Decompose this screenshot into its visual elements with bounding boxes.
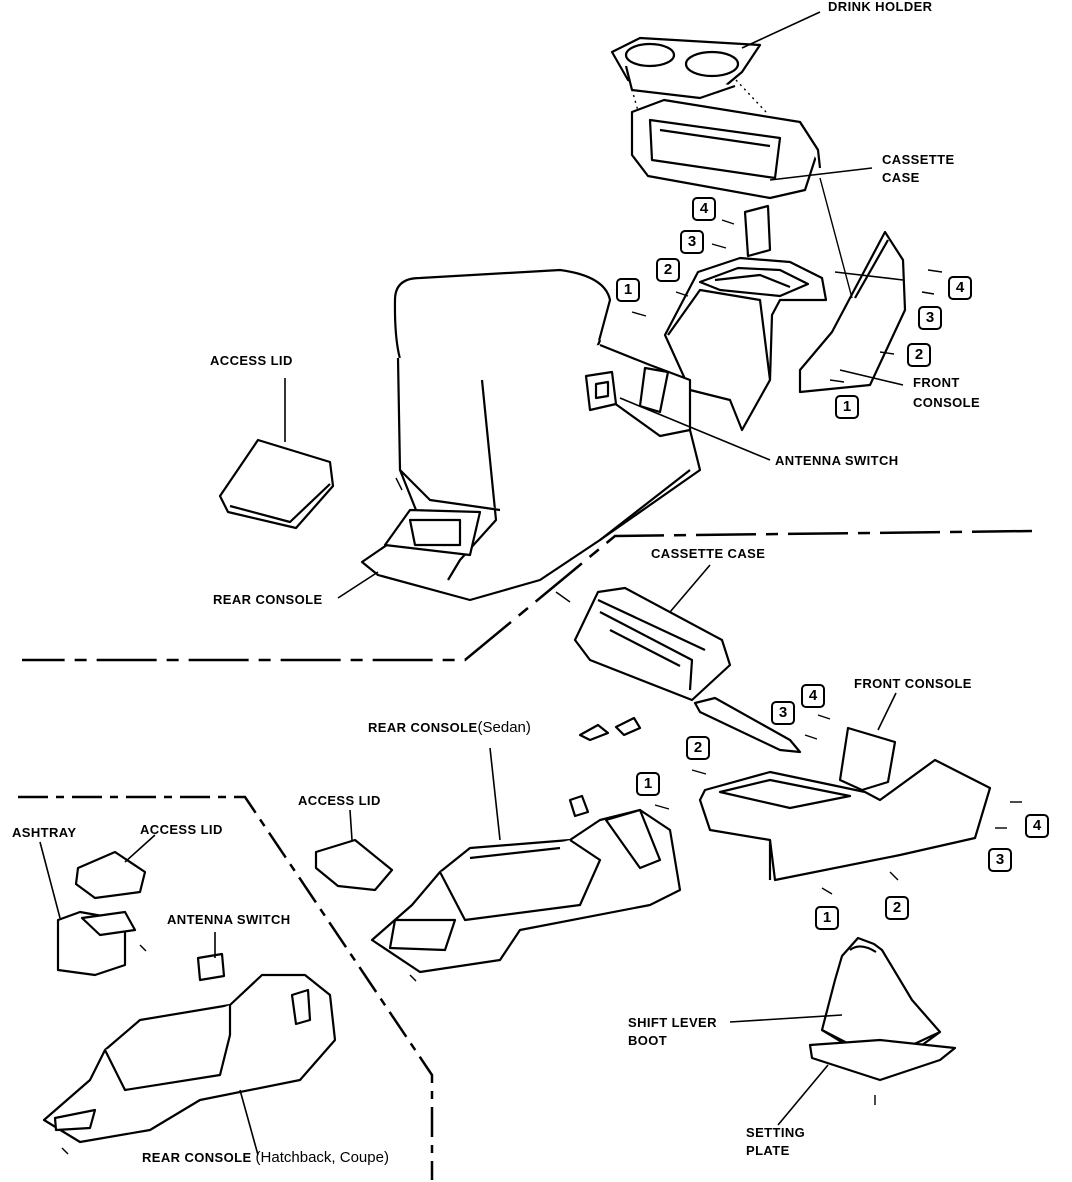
label-antenna-switch-top: ANTENNA SWITCH <box>775 453 899 468</box>
rear-console-hatch <box>42 973 337 1144</box>
screw-callout-mid-4: 4 <box>801 684 825 708</box>
screw-callout-top-3: 3 <box>680 230 704 254</box>
setting-plate <box>808 1038 957 1082</box>
access-lid-left <box>74 850 147 900</box>
sedan-clips <box>568 716 642 818</box>
front-console-top <box>663 256 828 432</box>
access-lid-top <box>218 438 335 530</box>
leader-lines-top <box>284 11 904 599</box>
label-ashtray: ASHTRAY <box>12 825 77 840</box>
label-rear-console-hatch-main: REAR CONSOLE <box>142 1150 252 1165</box>
screw-callout-mid-1: 1 <box>636 772 660 796</box>
section-divider-lines <box>18 529 1033 1180</box>
screw-callout-top-1: 1 <box>616 278 640 302</box>
drink-holder <box>610 36 762 100</box>
screw-callout-top-2: 2 <box>656 258 680 282</box>
screw-callout-right-1: 1 <box>835 395 859 419</box>
label-drink-holder: DRINK HOLDER <box>828 0 933 14</box>
label-access-lid-left: ACCESS LID <box>140 822 223 837</box>
screw-callout-top-4: 4 <box>692 197 716 221</box>
rear-console-sedan <box>370 808 682 974</box>
screw-callout-mid-3: 3 <box>771 701 795 725</box>
screw-callout-mid-b2: 2 <box>885 896 909 920</box>
label-cassette-case-top-2: CASE <box>882 170 920 185</box>
label-setting-plate-1: SETTING <box>746 1125 806 1140</box>
label-setting-plate-2: PLATE <box>746 1143 790 1158</box>
cassette-case-mid <box>573 586 732 702</box>
label-rear-console-top: REAR CONSOLE <box>213 592 323 607</box>
label-front-console-top-1: FRONT <box>913 375 960 390</box>
screw-callout-right-4: 4 <box>948 276 972 300</box>
label-rear-console-sedan-main: REAR CONSOLE <box>368 720 478 735</box>
rear-console-top <box>360 268 702 602</box>
access-lid-mid <box>314 838 394 892</box>
label-shift-lever-boot-1: SHIFT LEVER <box>628 1015 717 1030</box>
antenna-switch-top <box>584 370 618 412</box>
front-console-mid <box>698 726 992 882</box>
screw-callout-right-3: 3 <box>918 306 942 330</box>
label-rear-console-hatch: REAR CONSOLE (Hatchback, Coupe) <box>142 1150 389 1166</box>
screw-callout-mid-2: 2 <box>686 736 710 760</box>
bracket-top <box>743 204 772 258</box>
screws-top <box>395 219 943 603</box>
screw-callout-mid-r3: 3 <box>988 848 1012 872</box>
leader-line-cassette <box>819 177 853 299</box>
front-console-side-panel-top <box>798 230 907 394</box>
label-access-lid-mid: ACCESS LID <box>298 793 381 808</box>
label-front-console-top-2: CONSOLE <box>913 395 981 410</box>
cassette-case-top <box>630 98 822 200</box>
ashtray <box>56 910 137 977</box>
label-front-console-mid: FRONT CONSOLE <box>854 676 972 691</box>
screw-callout-right-2: 2 <box>907 343 931 367</box>
linkage-rod <box>693 696 802 754</box>
label-rear-console-sedan-sub: (Sedan) <box>477 719 531 736</box>
label-cassette-case-top-1: CASSETTE <box>882 152 955 167</box>
label-rear-console-hatch-sub: (Hatchback, Coupe) <box>255 1149 389 1166</box>
label-cassette-case-mid: CASSETTE CASE <box>651 546 766 561</box>
label-antenna-switch-left: ANTENNA SWITCH <box>167 912 291 927</box>
screw-callout-mid-r4: 4 <box>1025 814 1049 838</box>
screws-mid <box>61 714 1022 1155</box>
label-shift-lever-boot-2: BOOT <box>628 1033 668 1048</box>
screw-callout-mid-b1: 1 <box>815 906 839 930</box>
antenna-switch-left <box>196 952 226 982</box>
label-rear-console-sedan: REAR CONSOLE(Sedan) <box>368 720 531 736</box>
leader-lines-mid <box>39 564 897 1156</box>
label-access-lid-top: ACCESS LID <box>210 353 293 368</box>
